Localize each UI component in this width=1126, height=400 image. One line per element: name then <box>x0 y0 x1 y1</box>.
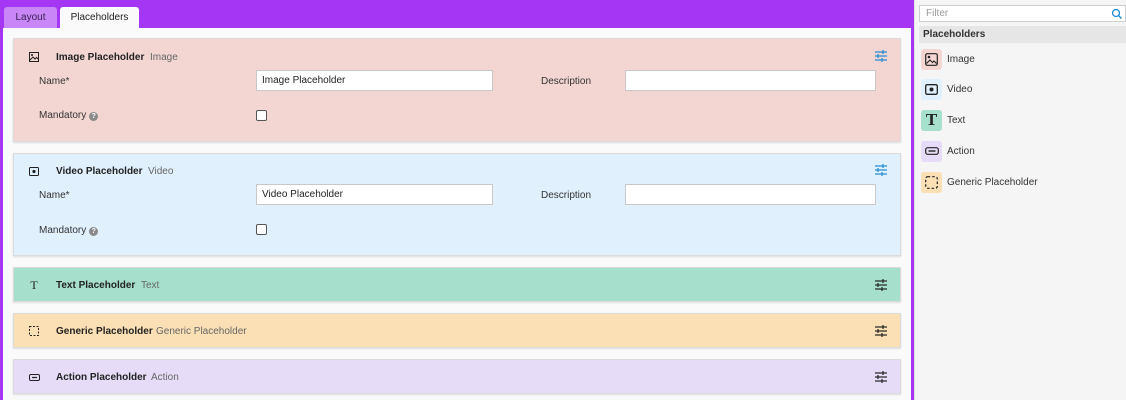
palette-item-label: Generic Placeholder <box>947 176 1038 188</box>
mandatory-checkbox[interactable] <box>256 224 267 235</box>
panel-header: Placeholders <box>919 26 1126 43</box>
description-input[interactable] <box>625 184 876 205</box>
name-label: Name* <box>39 76 70 87</box>
image-placeholder-card: Image Placeholder Image Name* Descriptio… <box>13 38 901 142</box>
name-input[interactable] <box>256 184 493 205</box>
action-icon <box>921 140 942 162</box>
video-placeholder-card: Video Placeholder Video Name* Descriptio… <box>13 153 901 256</box>
name-input[interactable] <box>256 70 493 91</box>
palette-item-label: Video <box>947 83 973 95</box>
description-label: Description <box>541 190 592 201</box>
palette-item-generic-placeholder[interactable]: Generic Placeholder <box>921 171 1038 193</box>
action-placeholder-card[interactable]: Action Placeholder Action <box>13 359 901 394</box>
video-icon <box>921 78 942 100</box>
settings-sliders-icon[interactable] <box>874 370 888 384</box>
placeholder-title: Text Placeholder <box>56 280 136 291</box>
action-icon <box>28 371 40 383</box>
placeholder-type: Action <box>151 372 179 383</box>
name-label: Name* <box>39 190 70 201</box>
mandatory-text: Mandatory <box>39 225 87 236</box>
settings-sliders-icon[interactable] <box>874 324 888 338</box>
placeholders-palette-panel: Placeholders Image Video T Text Action G… <box>914 0 1126 400</box>
description-label: Description <box>541 76 592 87</box>
palette-item-image[interactable]: Image <box>921 48 975 70</box>
mandatory-text: Mandatory <box>39 110 87 121</box>
mandatory-label: Mandatory? <box>39 110 99 121</box>
text-icon: T <box>30 277 38 292</box>
palette-item-text[interactable]: T Text <box>921 109 965 131</box>
palette-item-action[interactable]: Action <box>921 140 975 162</box>
text-placeholder-card[interactable]: T Text Placeholder Text <box>13 267 901 302</box>
palette-item-label: Image <box>947 53 975 65</box>
image-icon <box>28 51 40 63</box>
help-icon[interactable]: ? <box>89 112 99 121</box>
placeholder-type: Generic Placeholder <box>156 326 247 337</box>
placeholder-type: Video <box>148 166 174 177</box>
placeholder-title: Video Placeholder <box>56 166 143 177</box>
generic-placeholder-icon <box>28 325 40 337</box>
palette-item-video[interactable]: Video <box>921 78 972 100</box>
placeholder-title: Action Placeholder <box>56 372 147 383</box>
settings-sliders-icon[interactable] <box>874 49 888 63</box>
text-icon: T <box>921 109 942 131</box>
placeholder-title: Generic Placeholder <box>56 326 153 337</box>
placeholder-type: Image <box>150 52 178 63</box>
video-icon <box>28 165 40 177</box>
generic-placeholder-card[interactable]: Generic Placeholder Generic Placeholder <box>13 313 901 348</box>
description-input[interactable] <box>625 70 876 91</box>
placeholder-title: Image Placeholder <box>56 52 145 63</box>
image-icon <box>921 48 942 70</box>
palette-item-label: Action <box>947 145 975 157</box>
tab-layout[interactable]: Layout <box>4 7 57 29</box>
mandatory-checkbox[interactable] <box>256 110 267 121</box>
placeholder-type: Text <box>141 280 160 291</box>
help-icon[interactable]: ? <box>89 227 99 236</box>
generic-placeholder-icon <box>921 171 942 193</box>
settings-sliders-icon[interactable] <box>874 163 888 177</box>
search-icon[interactable] <box>1111 8 1123 20</box>
settings-sliders-icon[interactable] <box>874 278 888 292</box>
filter-input[interactable] <box>919 5 1126 22</box>
palette-item-label: Text <box>947 114 966 126</box>
placeholder-editor: Layout Placeholders Image Placeholder Im… <box>0 0 914 400</box>
mandatory-label: Mandatory? <box>39 225 99 236</box>
tab-placeholders[interactable]: Placeholders <box>60 7 139 29</box>
